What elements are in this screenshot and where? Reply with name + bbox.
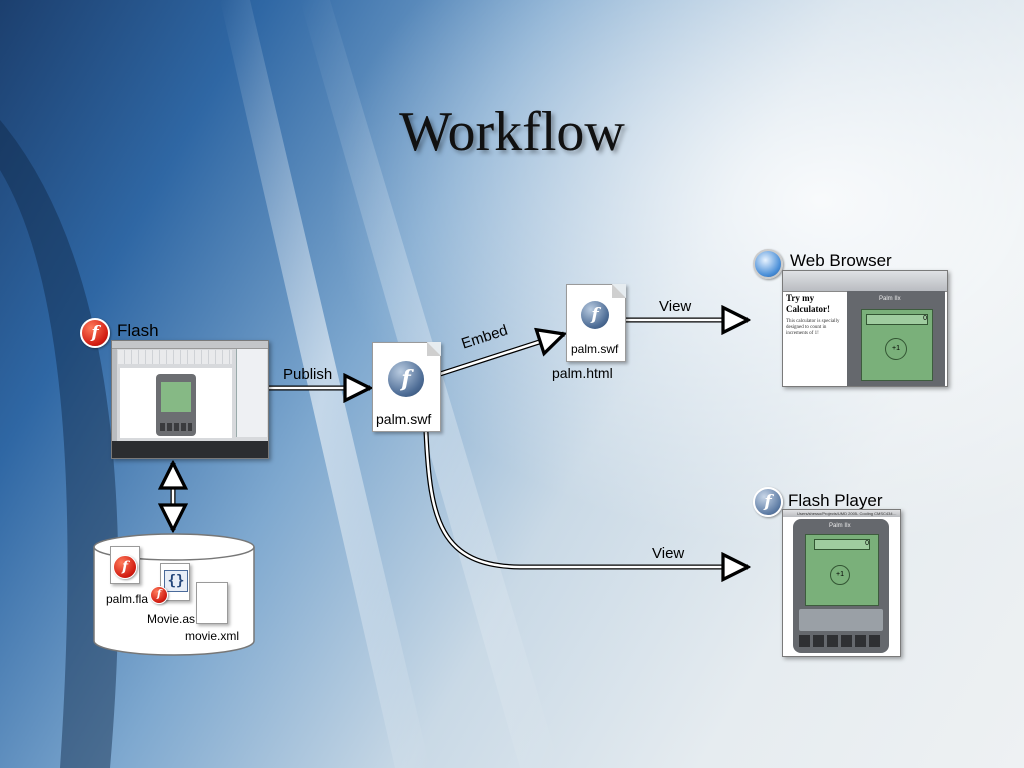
safari-compass-icon bbox=[753, 249, 783, 279]
fla-file-doc: f bbox=[110, 546, 140, 584]
palm-html-inner-label: palm.swf bbox=[571, 342, 619, 356]
xml-file-label: movie.xml bbox=[185, 629, 240, 643]
publish-label: Publish bbox=[283, 366, 333, 383]
palm-swf-file: f palm.swf bbox=[372, 342, 441, 432]
palm-html-label: palm.html bbox=[552, 365, 613, 381]
as-file-label: Movie.as bbox=[147, 612, 196, 626]
fla-file-label: palm.fla bbox=[106, 592, 149, 606]
actionscript-file-icon: {} bbox=[164, 570, 188, 592]
flash-ide-screenshot bbox=[111, 340, 269, 459]
embed-arrow bbox=[439, 334, 564, 377]
xml-file-icon bbox=[196, 582, 228, 624]
html-file-icon: f bbox=[581, 301, 609, 329]
flash-player-label: Flash Player bbox=[788, 491, 883, 510]
flash-app-icon: f bbox=[80, 318, 110, 348]
web-browser-screenshot: Try my Calculator! This calculator is sp… bbox=[782, 270, 948, 387]
browser-page-text: This calculator is specially designed to… bbox=[786, 319, 840, 336]
slide-title: Workflow bbox=[399, 101, 625, 163]
flash-label: Flash bbox=[117, 321, 159, 340]
browser-plus-one-button: +1 bbox=[885, 338, 907, 360]
palm-swf-label: palm.swf bbox=[376, 411, 432, 427]
web-browser-label: Web Browser bbox=[790, 251, 892, 270]
browser-page-heading: Try my Calculator! bbox=[786, 293, 830, 314]
fla-file-icon: f bbox=[113, 555, 137, 579]
player-plus-one-button: +1 bbox=[830, 565, 850, 585]
view-player-arrow bbox=[423, 431, 748, 567]
palm-html-file: f palm.swf bbox=[566, 284, 626, 362]
flash-player-icon: f bbox=[753, 487, 783, 517]
view-browser-label: View bbox=[659, 298, 692, 315]
swf-file-icon: f bbox=[388, 361, 424, 397]
as-flash-mini-icon: f bbox=[150, 586, 168, 604]
flash-player-screenshot: Users/shesso/Projects/UMD 2005- Cooling … bbox=[782, 509, 901, 657]
view-player-label: View bbox=[652, 545, 685, 562]
